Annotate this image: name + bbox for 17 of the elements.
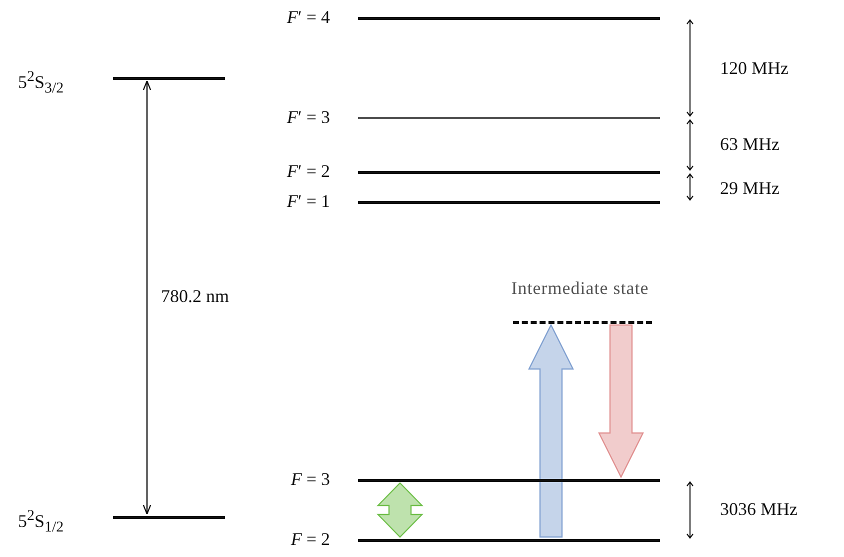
- level-label: F = 2: [290, 529, 330, 549]
- block-arrow: [376, 482, 424, 538]
- level-label: F′ = 2: [286, 161, 330, 181]
- block-arrow: [598, 324, 644, 478]
- level-label: Intermediate state: [510, 278, 650, 298]
- frequency-label: 3036 MHz: [720, 499, 798, 519]
- frequency-label: 120 MHz: [720, 58, 788, 78]
- level-label: F′ = 4: [286, 7, 330, 27]
- level-label: 5$^{2}$S$_{3/2}$: [18, 68, 65, 99]
- arrow: [142, 80, 152, 515]
- frequency-label: 29 MHz: [720, 178, 780, 198]
- level-label: 5$^{2}$S$_{1/2}$: [18, 507, 65, 538]
- level-label: F = 3: [290, 469, 330, 489]
- block-arrow: [528, 324, 574, 538]
- level-label: F′ = 1: [286, 191, 330, 211]
- level-label: F′ = 3: [286, 107, 330, 127]
- frequency-label: 63 MHz: [720, 134, 780, 154]
